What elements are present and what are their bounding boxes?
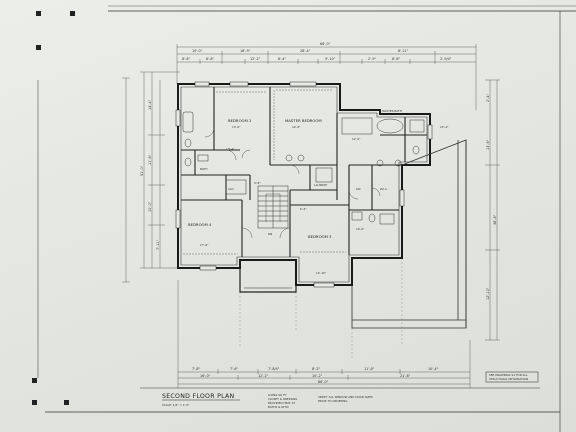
plumbing-fixtures (182, 111, 425, 225)
title-block: SECOND FLOOR PLAN SCALE: 1/4" = 1'-0" LI… (162, 393, 373, 409)
room-dimension-labels: 13'-6" 14'-8" 17'-6" 12'-10" 15'-4" 13'-… (200, 125, 449, 275)
room-dim: 9'-8" (254, 181, 261, 185)
room-bedroom-2: BEDROOM 2 (228, 118, 252, 123)
bottom-mid-dim: 21'-8" (400, 374, 411, 378)
top-seg-dim: 10'-0" (192, 49, 203, 53)
room-dim: 12'-10" (316, 271, 327, 275)
room-dim: 17'-6" (200, 243, 209, 247)
plan-note: PROVIDED HEAT AT (268, 401, 295, 405)
closet-shelves (183, 89, 346, 255)
room-dim: 6'-4" (300, 207, 307, 211)
verify-note: VERIFY ALL WINDOW AND DOOR SIZES (318, 395, 373, 399)
left-seg-dim: 11'-6" (148, 154, 152, 165)
bottom-mid-dim: 16'-0" (200, 374, 211, 378)
left-seg-dim: 7'-11" (156, 239, 160, 250)
bottom-seg-dim: 7'-8" (192, 367, 200, 371)
interior-walls (181, 87, 427, 257)
room-bath: BATH (200, 167, 207, 171)
right-seg-dim: 2'-4" (486, 94, 490, 102)
plan-scale: SCALE: 1/4" = 1'-0" (162, 403, 190, 407)
top-dimensions (176, 44, 477, 110)
top-sub-dim: 9'-10" (325, 57, 336, 61)
top-segment-labels: 10'-0" 18'-9" 28'-4" 8'-11" 8'-6" 6'-8" … (182, 49, 452, 61)
bottom-overall-dim: 66'-0" (318, 380, 329, 384)
top-sub-dim: 2'-9/4" (440, 57, 452, 61)
structural-note-box: SEE DRAWINGS S1 FOR ALL STRUCTURAL INFOR… (485, 371, 539, 383)
windows (175, 81, 433, 288)
bottom-mid-dim: 12'-2" (258, 374, 269, 378)
plan-note: LIVING SQ FT (268, 393, 287, 397)
right-overall-dim: 38'-8" (493, 214, 497, 225)
plan-note: CLOSET & DRESSING (268, 397, 297, 401)
room-master-bath: MASTER BATH (382, 109, 402, 113)
plan-note: BATHS & ATTIC (268, 405, 289, 409)
right-dimensions (485, 79, 500, 341)
room-dim: 14'-8" (292, 125, 301, 129)
bottom-seg-dim: 11'-8" (364, 367, 375, 371)
sheet-border (37, 5, 576, 432)
bottom-seg-dim: 7'-6" (230, 367, 238, 371)
structural-note: STRUCTURAL INFORMATION (489, 377, 528, 381)
room-laundry: LAUNDRY (314, 183, 328, 187)
porch-outline (351, 139, 467, 329)
room-dim: 12'-0" (352, 137, 361, 141)
room-dim: 10'-6" (356, 227, 365, 231)
room-dim: 15'-4" (440, 125, 449, 129)
room-master-bedroom: MASTER BEDROOM (285, 118, 322, 123)
bottom-mid-dim: 10'-2" (312, 374, 323, 378)
left-overall-dim: 51'-0" (140, 165, 144, 176)
stair (257, 185, 289, 229)
top-sub-dim: 6'-8" (392, 57, 400, 61)
top-sub-dim: 6'-4" (278, 57, 286, 61)
left-seg-dim: 10'-0" (148, 201, 152, 212)
verify-note: PRIOR TO ORDERING (318, 399, 347, 403)
top-seg-dim: 18'-9" (240, 49, 251, 53)
top-overall-dim: 66'-0" (320, 42, 331, 46)
top-sub-dim: 6'-8" (206, 57, 214, 61)
front-bump (239, 260, 297, 293)
wall-inner-line (180, 86, 428, 283)
door-swings (204, 127, 381, 239)
room-clo: CLO (228, 187, 234, 191)
left-seg-dim: 14'-4" (148, 99, 152, 110)
room-labels: BEDROOM 2 MASTER BEDROOM BEDROOM 4 BEDRO… (188, 109, 402, 239)
room-bedroom-3: BEDROOM 3 (308, 234, 332, 239)
right-seg-dim: 12'-10" (486, 287, 490, 300)
plan-title: SECOND FLOOR PLAN (162, 393, 235, 400)
room-bedroom-4: BEDROOM 4 (188, 222, 212, 227)
top-seg-dim: 8'-11" (398, 49, 409, 53)
extension-lines (239, 258, 403, 360)
room-dim: 13'-4" (226, 147, 235, 151)
bottom-seg-dim: 10'-4" (428, 367, 439, 371)
bottom-dimensions (177, 280, 471, 388)
top-sub-dim: 8'-6" (182, 57, 190, 61)
bottom-seg-dim: 7'-8/4" (268, 367, 280, 371)
bottom-seg-dim: 8'-2" (312, 367, 320, 371)
registration-marks (32, 11, 75, 405)
room-dim: 13'-6" (232, 125, 241, 129)
top-sub-dim: 2'-9" (368, 57, 376, 61)
left-dimensions (122, 71, 180, 283)
stair-label: DN (268, 232, 272, 236)
structural-note: SEE DRAWINGS S1 FOR ALL (489, 373, 528, 377)
right-seg-dim: 13'-6" (486, 139, 490, 150)
room-lin: LIN (356, 187, 360, 191)
bottom-segment-labels: 7'-8" 7'-6" 7'-8/4" 8'-2" 11'-8" 10'-4" … (192, 367, 439, 384)
top-sub-dim: 12'-2" (250, 57, 261, 61)
top-seg-dim: 28'-4" (300, 49, 311, 53)
room-wic: W.I.C. (380, 187, 388, 191)
